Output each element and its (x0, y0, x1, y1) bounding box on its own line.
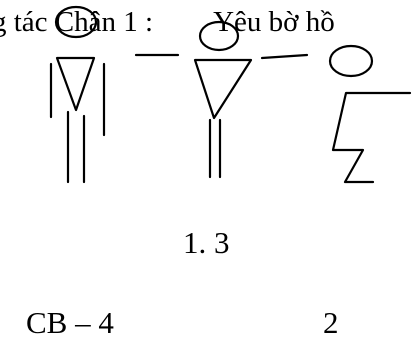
connector-line-2 (260, 53, 309, 60)
figure-1-head (54, 5, 98, 39)
header-text: g tác Chân 1 : Yêu bờ hồ (0, 8, 335, 37)
figure-label: 1. 3 (183, 225, 230, 260)
footer-number: 2 (323, 305, 339, 340)
stick-figure-2 (193, 20, 253, 179)
footer-code: CB – 4 (26, 305, 114, 340)
stick-figure-1 (49, 5, 106, 184)
figure-3-head (328, 44, 374, 78)
header-part-1: g tác Chân 1 : (0, 6, 154, 38)
figure-2-head (198, 20, 240, 52)
stick-figure-3-sitting (328, 44, 412, 184)
figure-1-body-triangle (55, 56, 96, 112)
figure-3-seated-body (331, 91, 412, 184)
figure-2-body-triangle (193, 58, 253, 120)
header-part-2: Yêu bờ hồ (213, 6, 335, 38)
